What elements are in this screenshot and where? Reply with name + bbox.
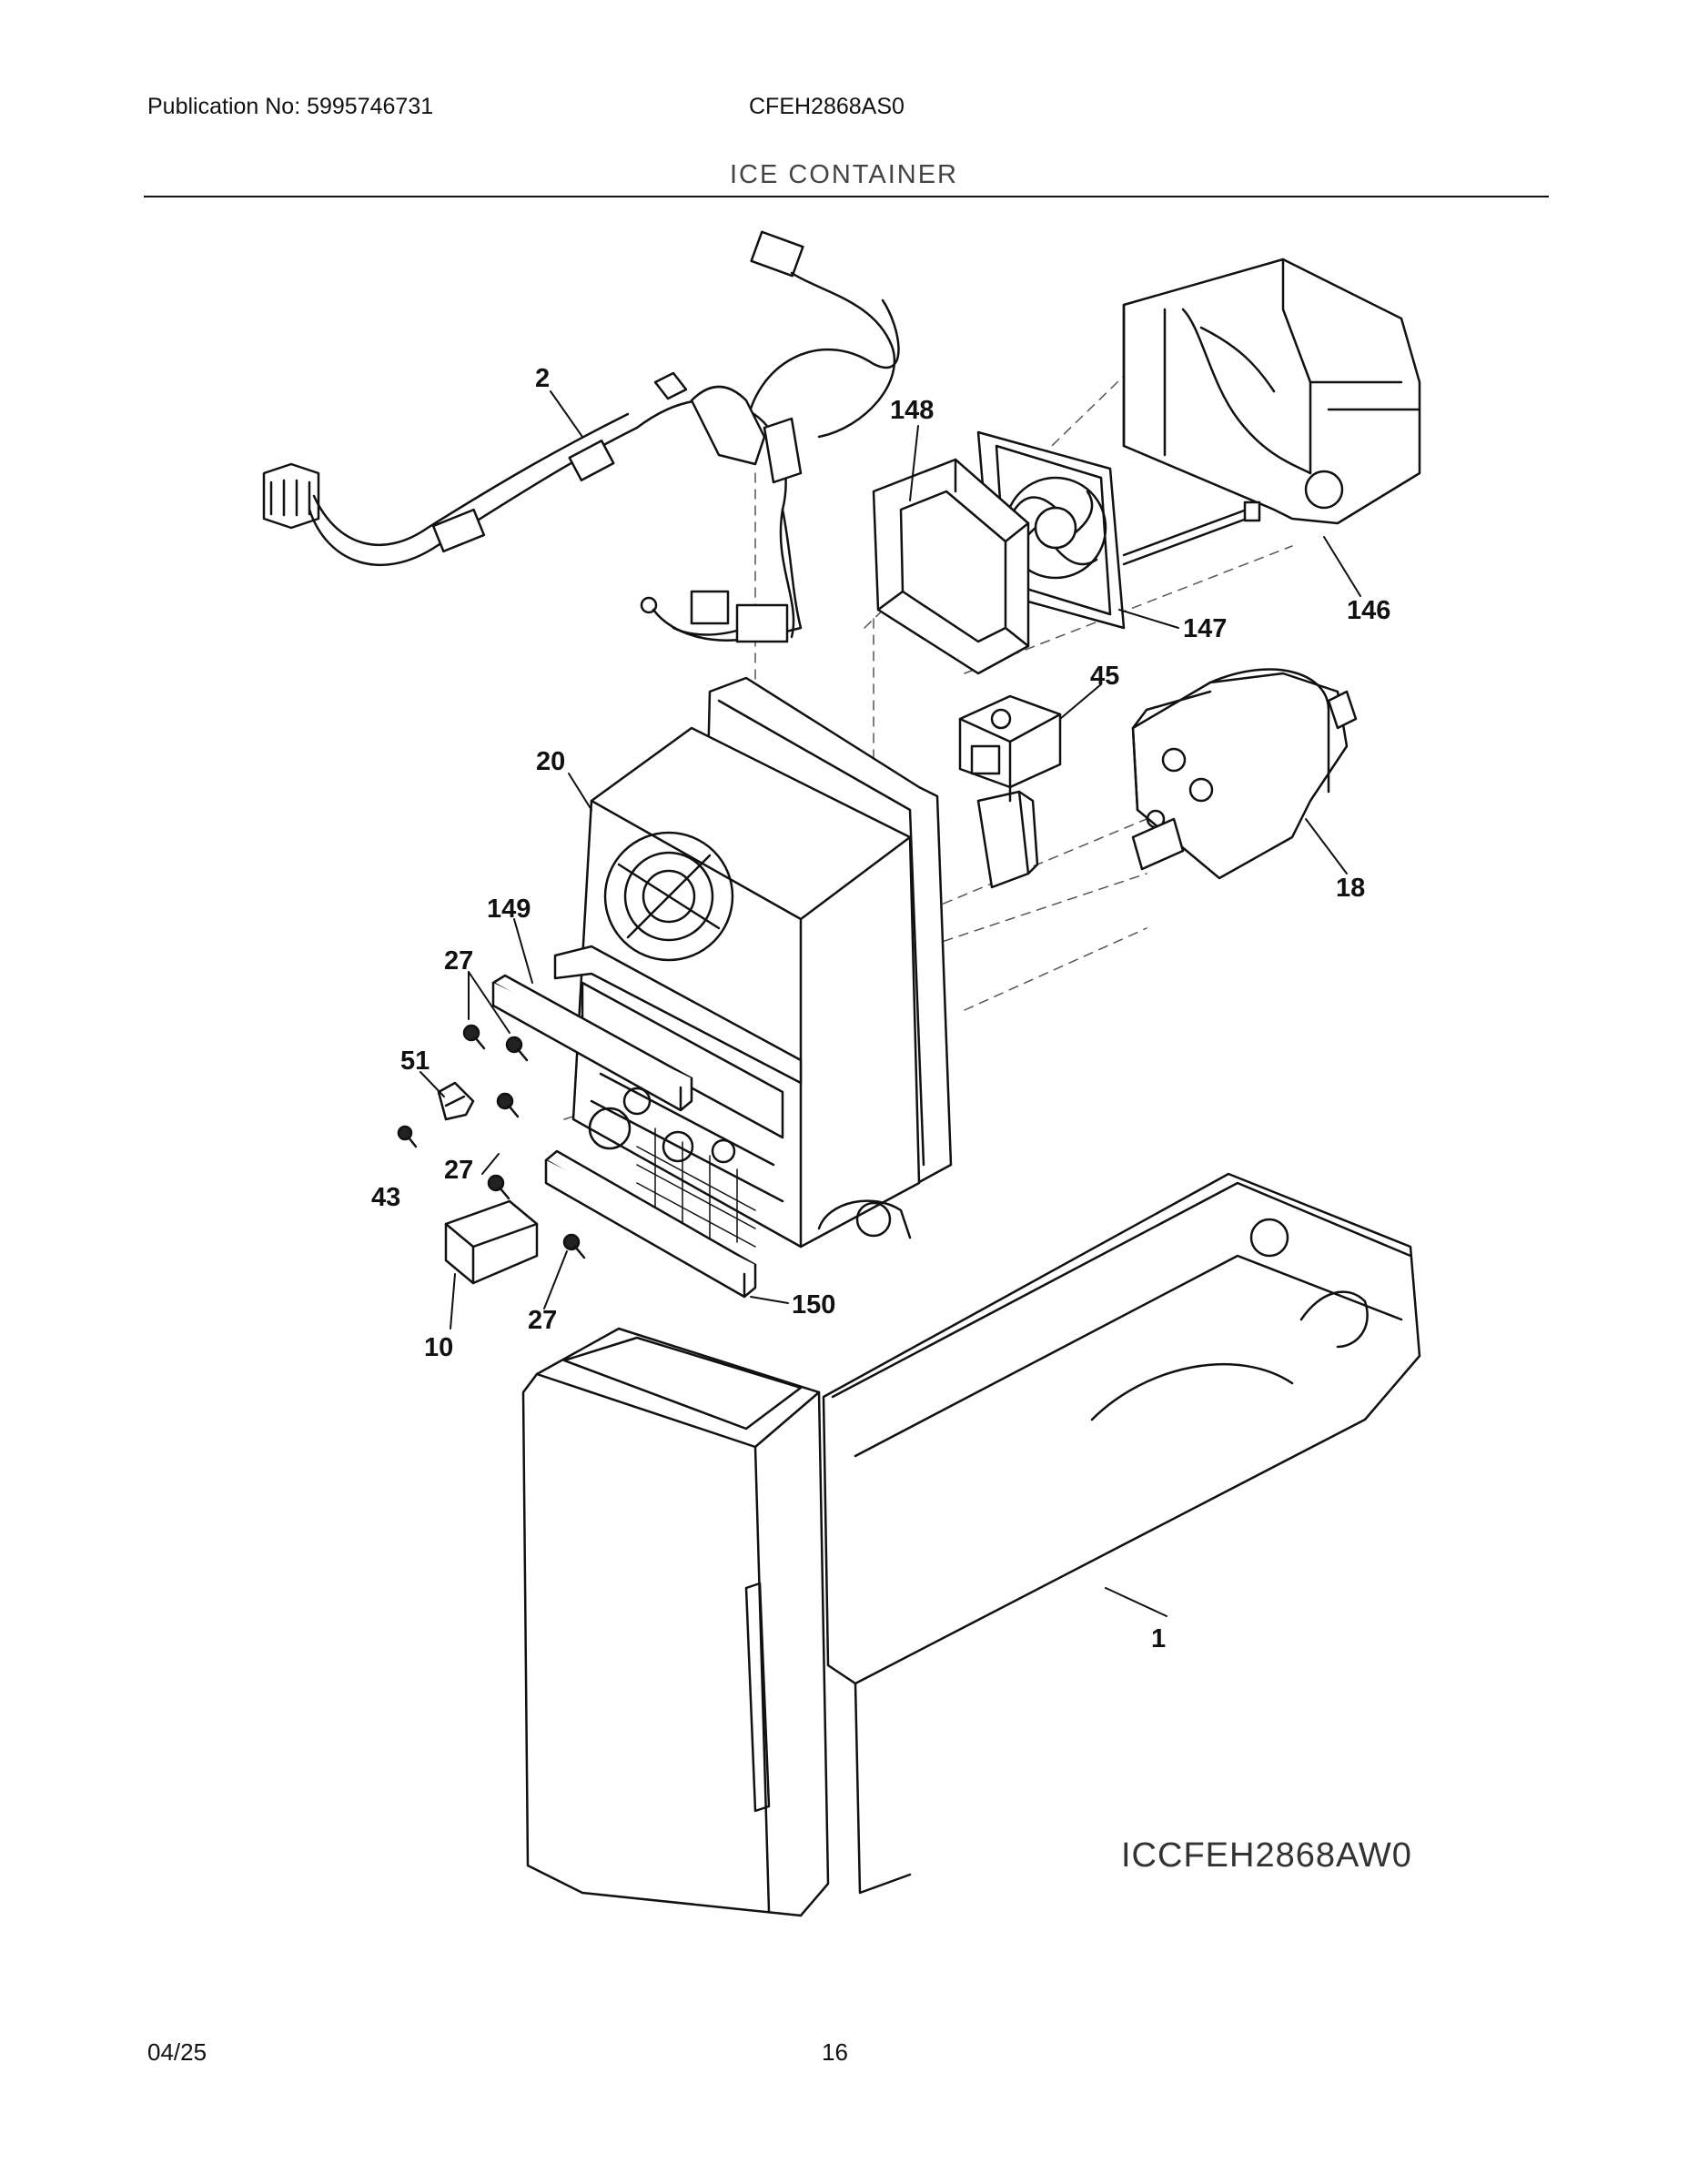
footer-date: 04/25 bbox=[147, 2038, 207, 2066]
callout-10: 10 bbox=[424, 1333, 453, 1362]
model-number: CFEH2868AS0 bbox=[749, 94, 905, 119]
wire-harness-part bbox=[262, 230, 900, 643]
callout-27-bottom: 27 bbox=[528, 1306, 557, 1335]
leader-lines bbox=[419, 390, 1361, 1617]
callout-1: 1 bbox=[1151, 1624, 1166, 1653]
ice-bin-part bbox=[521, 1172, 1421, 1917]
motor-part bbox=[1131, 668, 1358, 880]
callout-51: 51 bbox=[400, 1046, 430, 1076]
diagram-id: ICCFEH2868AW0 bbox=[1121, 1836, 1412, 1875]
clip-part bbox=[437, 1081, 475, 1121]
foam-strip-150 bbox=[544, 1149, 757, 1299]
callout-27-top: 27 bbox=[444, 946, 473, 976]
callout-2: 2 bbox=[535, 364, 550, 393]
page-number: 16 bbox=[822, 2038, 848, 2066]
fan-shroud-part bbox=[872, 458, 1030, 675]
cover-part-10 bbox=[444, 1199, 539, 1285]
callout-147: 147 bbox=[1183, 614, 1227, 643]
section-title: ICE CONTAINER bbox=[729, 160, 959, 189]
auger-housing-part bbox=[553, 676, 953, 1249]
foam-strip-149 bbox=[491, 974, 693, 1112]
callout-43: 43 bbox=[371, 1183, 400, 1212]
callout-148: 148 bbox=[890, 396, 934, 425]
screws bbox=[397, 1024, 586, 1259]
callout-18: 18 bbox=[1336, 874, 1365, 903]
publication-number: Publication No: 5995746731 bbox=[147, 94, 434, 119]
air-duct-part bbox=[1122, 258, 1421, 525]
callout-146: 146 bbox=[1347, 596, 1390, 625]
exploded-parts-diagram: 2 148 146 147 45 18 20 149 27 51 27 43 2… bbox=[262, 230, 1421, 1917]
callout-20: 20 bbox=[536, 747, 565, 776]
callout-150: 150 bbox=[792, 1290, 835, 1320]
callout-27-middle: 27 bbox=[444, 1156, 473, 1185]
header-divider bbox=[144, 196, 1549, 197]
callout-149: 149 bbox=[487, 895, 531, 924]
callout-45: 45 bbox=[1090, 662, 1119, 691]
switch-part bbox=[958, 694, 1062, 889]
